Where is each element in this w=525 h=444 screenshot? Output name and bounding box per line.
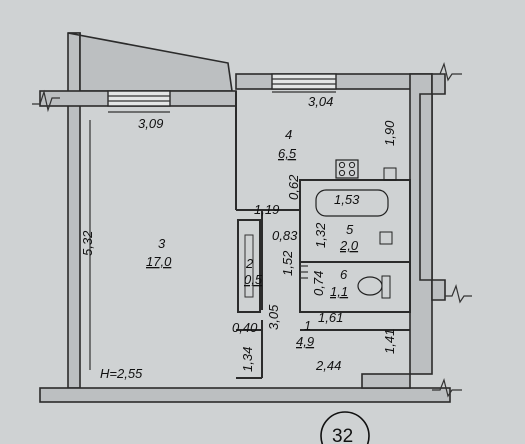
dim-1-52: 1,52 — [280, 250, 295, 276]
room-2-number: 2 — [245, 256, 254, 271]
room-3-number: 3 — [158, 236, 166, 251]
dim-1-32: 1,32 — [313, 222, 328, 248]
dim-kitchen-width: 3,04 — [308, 94, 333, 109]
exterior-walls — [39, 32, 451, 403]
room-1-number: 1 — [304, 318, 311, 333]
room-6-area: 1,1 — [330, 284, 348, 299]
dim-1-41: 1,41 — [382, 329, 397, 354]
dim-bath-width: 1,53 — [334, 192, 360, 207]
sink-icon — [383, 167, 397, 181]
dim-0-62: 0,62 — [286, 174, 301, 200]
dim-kitchen-length: 1,90 — [382, 120, 397, 146]
apartment-number: 32 — [332, 426, 353, 444]
room-4-number: 4 — [285, 127, 292, 142]
dim-living-width: 3,09 — [138, 116, 163, 131]
apartment-number-circle — [320, 411, 370, 444]
break-lines — [32, 62, 472, 398]
window-kitchen — [271, 73, 337, 90]
dim-2-44: 2,44 — [315, 358, 341, 373]
room-6-number: 6 — [340, 267, 348, 282]
dim-living-length: 5,32 — [80, 230, 95, 256]
room-1-area: 4,9 — [296, 334, 314, 349]
dim-0-83: 0,83 — [272, 228, 298, 243]
ceiling-height: H=2,55 — [100, 366, 143, 381]
dim-1-19: 1,19 — [254, 202, 279, 217]
room-2-area: 0,5 — [244, 272, 263, 287]
dim-3-05: 3,05 — [266, 304, 281, 330]
dim-1-61: 1,61 — [318, 310, 343, 325]
room-5-number: 5 — [346, 222, 354, 237]
room-5-area: 2,0 — [339, 238, 359, 253]
stove-icon — [335, 159, 359, 179]
bathtub-icon — [315, 189, 389, 217]
window-living-room — [107, 90, 171, 107]
dim-0-74: 0,74 — [311, 271, 326, 296]
room-3-area: 17,0 — [146, 254, 172, 269]
interior-walls — [235, 91, 411, 379]
dim-1-34: 1,34 — [240, 347, 255, 372]
washbasin-icon — [379, 231, 393, 245]
dimension-ticks — [89, 91, 336, 370]
fixtures — [300, 159, 397, 299]
room-4-area: 6,5 — [278, 146, 297, 161]
dim-0-40: 0,40 — [232, 320, 258, 335]
